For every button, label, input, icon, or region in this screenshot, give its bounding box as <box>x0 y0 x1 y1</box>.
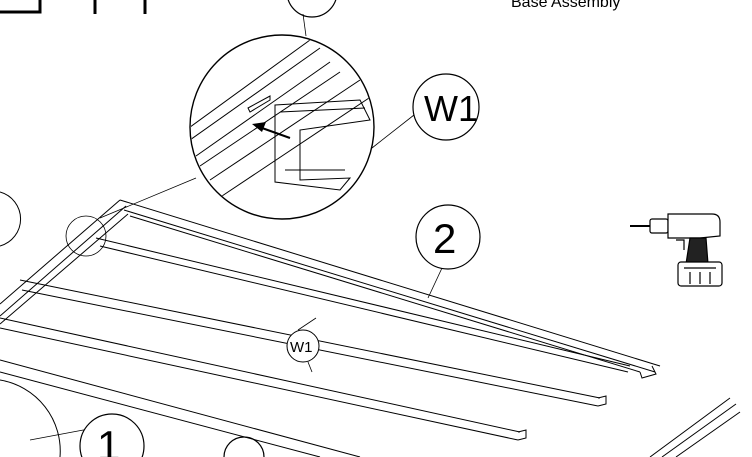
callout-rail-label: 2 <box>433 215 456 262</box>
lower-leader <box>29 427 95 441</box>
detail-anchor-circle <box>65 215 107 257</box>
base-frame <box>0 199 741 457</box>
callout-inline-label: W1 <box>290 339 313 356</box>
step-number-fragment <box>0 0 147 14</box>
leader-line <box>302 13 307 37</box>
callout-lower-label: 1 <box>97 422 120 457</box>
callout-circle-fragment <box>287 0 337 18</box>
direction-arrow-icon <box>252 122 291 139</box>
detail-leader <box>99 177 197 219</box>
callout-detail-label: W1 <box>424 88 478 129</box>
callout-inline-part <box>286 317 320 373</box>
detail-view <box>189 34 375 220</box>
lower-detail-fragment <box>0 379 61 457</box>
callout-rail-part <box>415 204 481 299</box>
callout-circle-fragment-bottom <box>223 436 265 457</box>
callout-detail-part <box>371 73 480 149</box>
section-title: Base Assembly <box>511 0 621 11</box>
callout-lower-part <box>79 413 145 457</box>
power-drill-icon <box>630 213 723 287</box>
callout-circle-fragment-left <box>0 191 22 247</box>
